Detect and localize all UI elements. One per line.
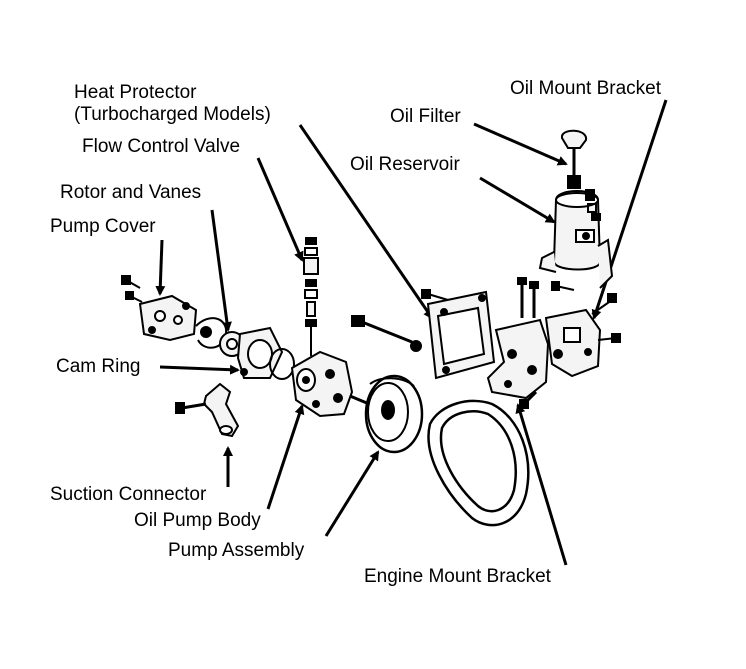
label-oil-reservoir: Oil Reservoir [350,154,460,175]
suction-bolt [175,402,207,414]
oil-mount-bracket-part [544,308,602,378]
oil-mount-bolts [551,281,621,343]
drive-belt [427,399,530,527]
cover-dowel [200,326,212,338]
bracket-studs [517,277,539,318]
pump-cover-bolts [121,275,143,303]
label-engine-mount-bracket: Engine Mount Bracket [364,566,551,587]
arrow-flow-control-valve [256,157,304,262]
flow-control-valve-part [303,237,319,356]
arrow-oil-mount-bracket [591,99,668,320]
label-rotor-and-vanes: Rotor and Vanes [60,182,202,203]
arrow-rotor-and-vanes [210,209,232,332]
label-heat-protector: Heat Protector (Turbocharged Models) [74,82,271,126]
arrow-engine-mount-bracket [515,403,568,566]
arrow-oil-reservoir [479,176,556,224]
arrow-heat-protector [298,124,434,320]
long-bolt [351,315,422,352]
label-flow-control-valve: Flow Control Valve [82,136,241,157]
label-pump-cover: Pump Cover [50,216,156,237]
label-heat-protector-line1: Heat Protector [74,82,197,103]
label-cam-ring: Cam Ring [56,356,141,377]
reservoir-fittings [585,189,601,221]
arrow-pump-cover [155,239,166,296]
cam-ring-part [236,326,284,379]
heat-protector-bolt [421,289,449,301]
o-ring [269,348,295,380]
arrow-cam-ring [159,364,240,375]
pump-cover-part [138,294,198,342]
arrow-oil-pump-body [266,404,305,510]
label-oil-filter: Oil Filter [390,106,461,127]
label-suction-connector: Suction Connector [50,484,207,505]
arrow-pump-assembly [324,450,380,537]
heat-protector-part [426,290,496,380]
label-oil-mount-bracket: Oil Mount Bracket [510,78,661,99]
bracket-bottom-bolt [519,390,538,409]
arrow-oil-filter [473,122,568,166]
label-pump-assembly: Pump Assembly [168,540,305,561]
oil-pump-body-part [290,350,354,418]
label-oil-pump-body: Oil Pump Body [134,510,261,531]
engine-mount-bracket-part [486,318,550,400]
pump-pulley [364,374,424,454]
label-heat-protector-line2: (Turbocharged Models) [74,104,271,125]
oil-reservoir-part [538,190,614,289]
oil-filter-part [561,129,587,189]
suction-connector-part [202,382,240,438]
